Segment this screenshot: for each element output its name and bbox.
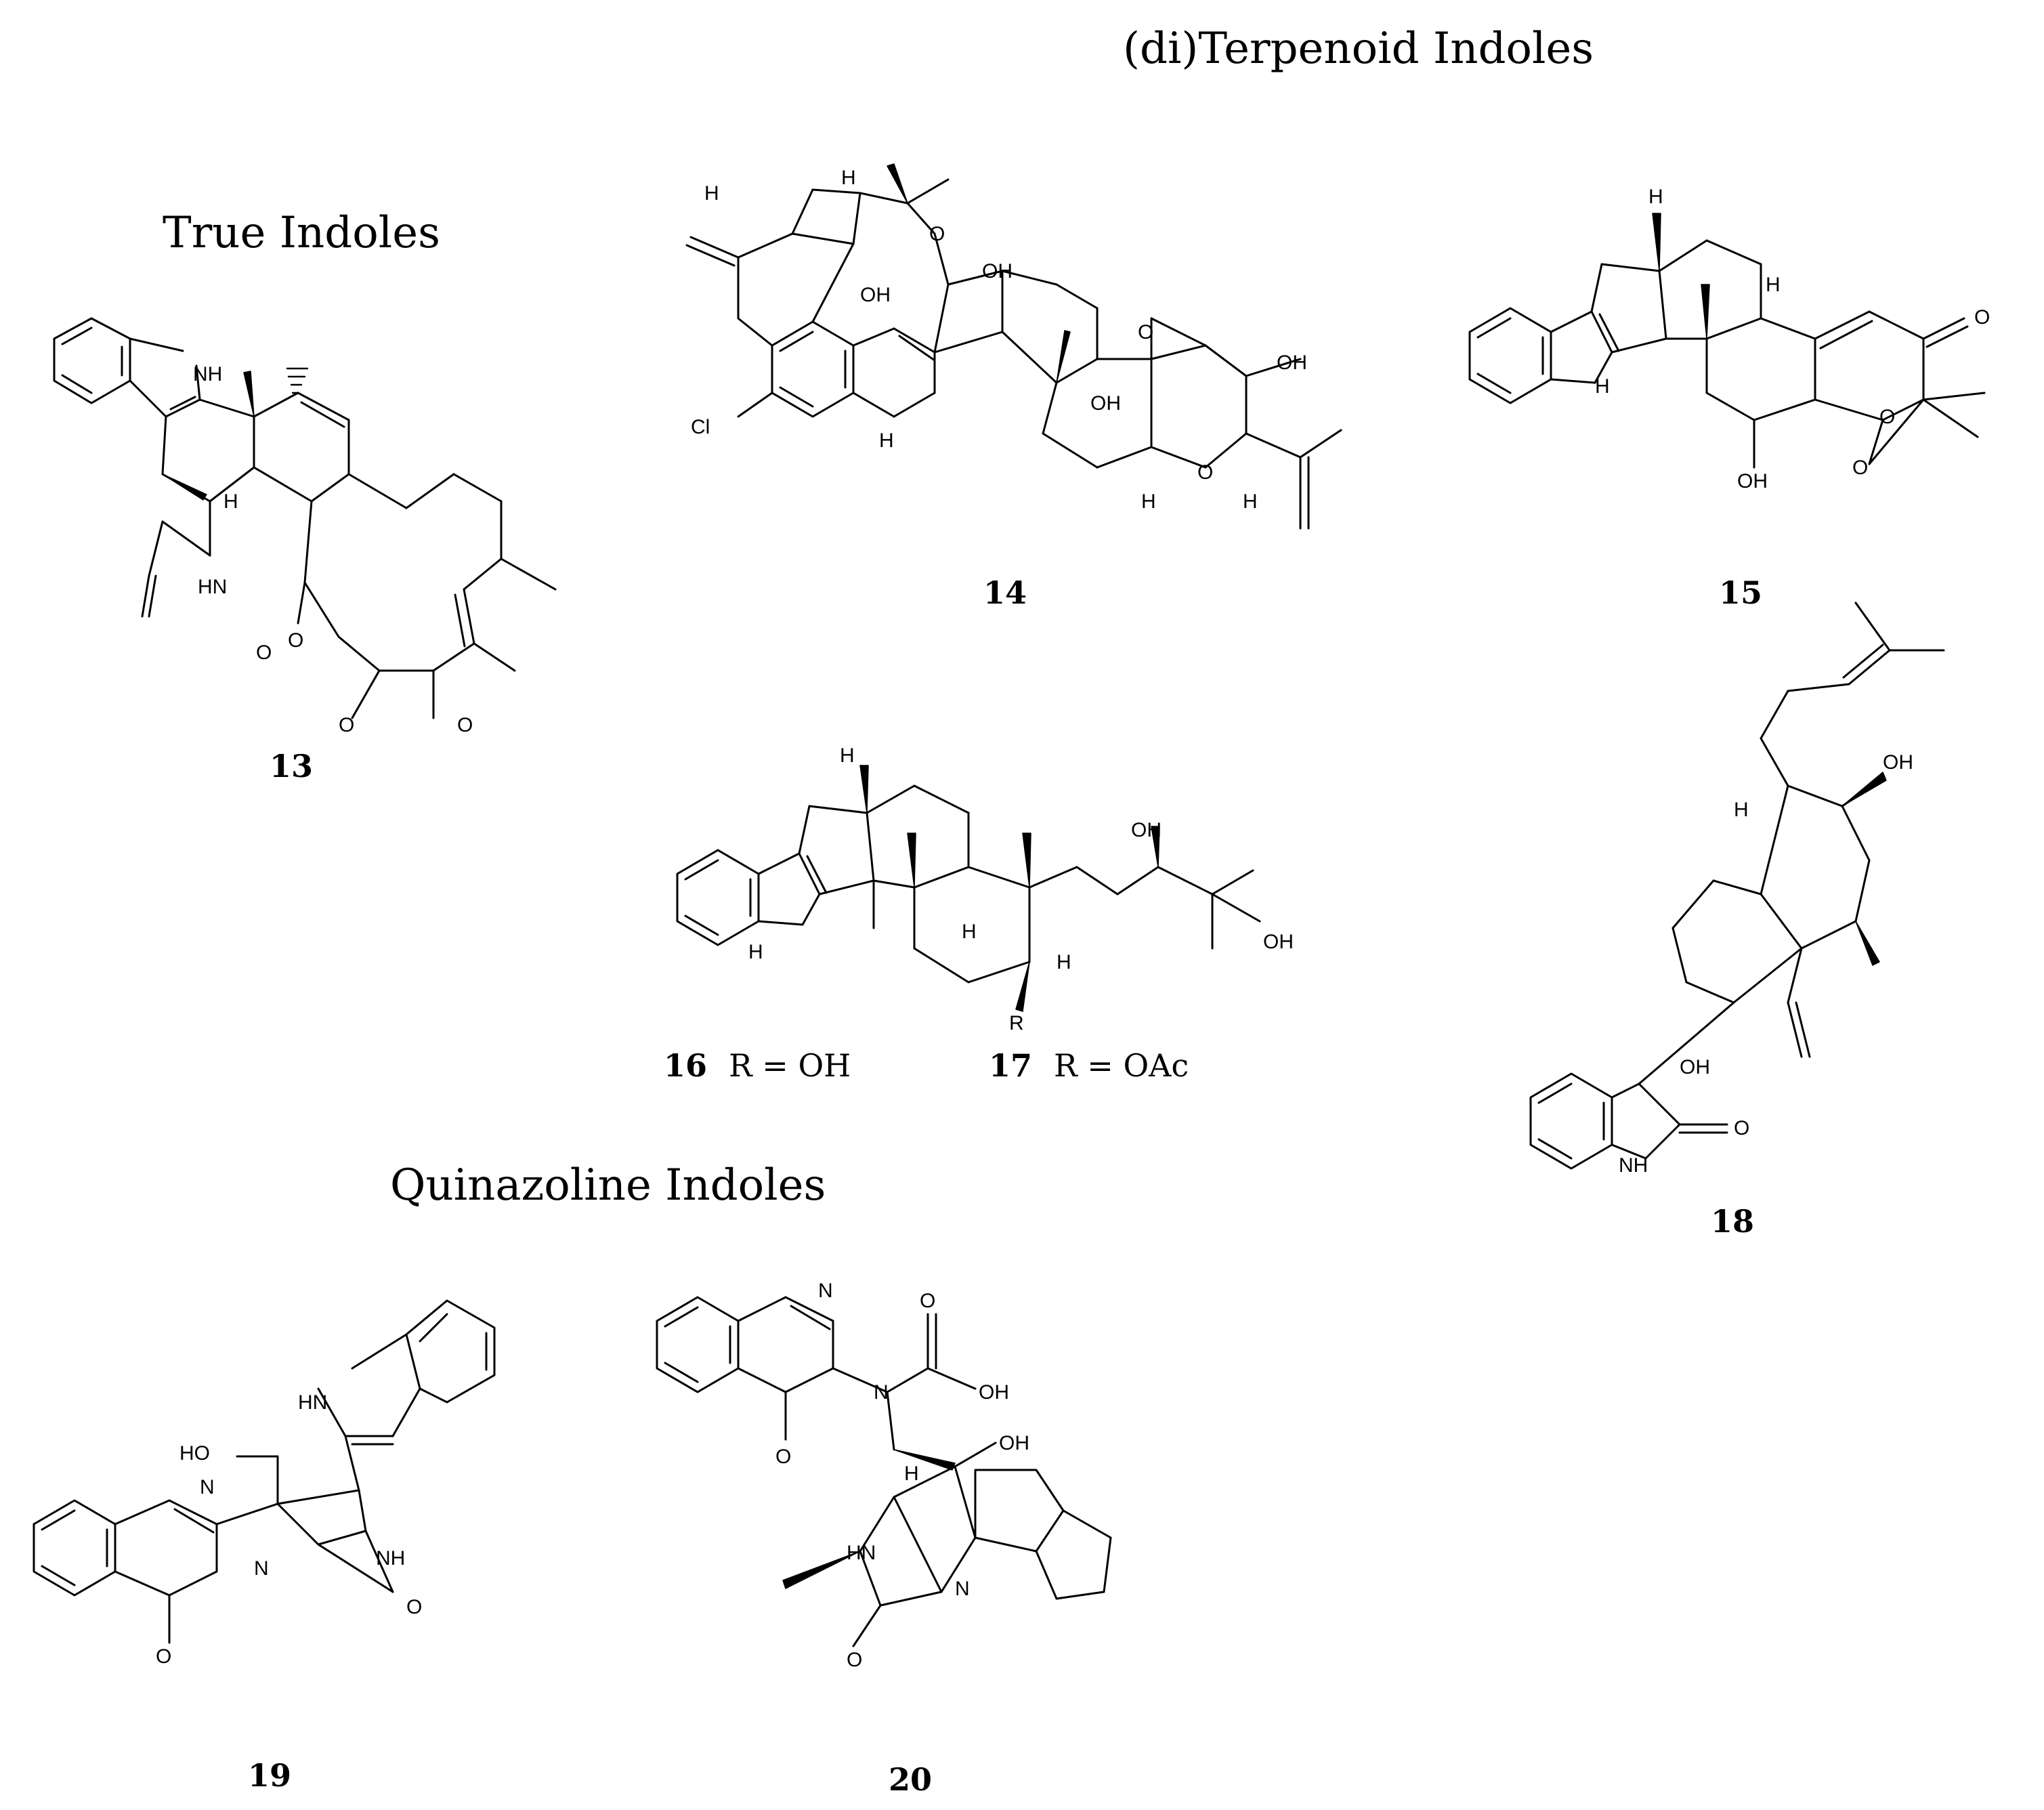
- compound-number-15: 15: [1719, 574, 1763, 611]
- section-title-quinazoline-indoles: Quinazoline Indoles: [390, 1160, 826, 1211]
- atom-label-n: N: [254, 1557, 269, 1580]
- atom-label-oh: OH: [1883, 751, 1913, 774]
- atom-label-o: O: [1734, 1117, 1749, 1139]
- atom-label-o: O: [1852, 457, 1868, 479]
- compound-number-20: 20: [889, 1761, 933, 1798]
- atom-label-nh: NH: [193, 363, 222, 385]
- atom-label-oh: OH: [999, 1432, 1029, 1454]
- atom-label-nh: H: [1595, 375, 1610, 398]
- section-title-true-indoles: True Indoles: [163, 208, 440, 258]
- atom-label-o: O: [406, 1596, 422, 1618]
- atom-label-r: R: [1009, 1012, 1024, 1034]
- atom-label-o: O: [775, 1446, 791, 1468]
- atom-label-h: H: [1057, 951, 1071, 973]
- structure-18: OH H OH O NH: [1529, 602, 1945, 1177]
- atom-label-h: H: [962, 921, 977, 943]
- atom-label-oh: OH: [1131, 819, 1162, 841]
- section-title-terpenoid-indoles: (di)Terpenoid Indoles: [1123, 24, 1594, 74]
- atom-label-o: O: [156, 1645, 171, 1668]
- atom-label-nh: H: [748, 941, 763, 963]
- atom-label-o: O: [256, 641, 272, 664]
- atom-label-h: H: [840, 744, 855, 767]
- atom-label-o: O: [1974, 306, 1990, 329]
- atom-label-ho: HO: [179, 1442, 210, 1465]
- atom-label-oh: OH: [860, 284, 891, 306]
- compound-number-13: 13: [270, 748, 314, 784]
- compound-number-19: 19: [248, 1757, 292, 1794]
- structure-16-17: H H H OH OH H R: [676, 744, 1294, 1034]
- atom-label-cl: Cl: [691, 416, 710, 438]
- atom-label-n: N: [874, 1381, 889, 1404]
- atom-label-h: H: [1243, 490, 1258, 513]
- atom-label-o: O: [920, 1290, 935, 1312]
- atom-label-nh: NH: [376, 1547, 405, 1570]
- atom-label-oh: OH: [1737, 470, 1768, 492]
- atom-label-h: H: [223, 490, 238, 513]
- structure-15: H H H O O O OH: [1468, 186, 1990, 492]
- atom-label-n: N: [200, 1476, 215, 1498]
- compound-number-14: 14: [983, 574, 1027, 611]
- atom-label-n: N: [955, 1578, 970, 1600]
- structure-20: N N O OH O OH H HN N O: [656, 1280, 1112, 1671]
- atom-label-h: H: [1141, 490, 1156, 513]
- atom-label-h: H: [1734, 799, 1749, 821]
- atom-label-oh: OH: [1090, 392, 1121, 415]
- atom-label-hn: HN: [847, 1542, 876, 1564]
- atom-label-o: O: [1138, 321, 1153, 343]
- atom-label-o: O: [1879, 406, 1895, 428]
- r-group-16: R = OH: [729, 1047, 851, 1084]
- atom-label-o: O: [929, 223, 945, 245]
- atom-label-nh: NH: [1619, 1154, 1648, 1177]
- atom-label-oh: OH: [979, 1381, 1009, 1404]
- atom-label-hn: HN: [298, 1391, 327, 1414]
- r-group-17: R = OAc: [1054, 1047, 1189, 1084]
- atom-label-h: H: [904, 1462, 919, 1485]
- atom-label-h: H: [1766, 274, 1781, 296]
- atom-label-o: O: [847, 1649, 862, 1671]
- atom-label-oh: OH: [982, 260, 1013, 282]
- atom-label-n: N: [818, 1280, 833, 1302]
- atom-label-h: H: [704, 182, 719, 205]
- atom-label-oh: OH: [1277, 352, 1307, 374]
- atom-label-h: H: [841, 167, 856, 189]
- structure-19: HN HO N N NH O O: [33, 1299, 496, 1668]
- atom-label-h: H: [879, 429, 894, 452]
- atom-label-h: H: [1648, 186, 1663, 208]
- structure-13: NH HN H O O O O: [53, 317, 557, 736]
- atom-label-o: O: [1197, 461, 1213, 484]
- atom-label-o: O: [288, 629, 303, 652]
- atom-label-oh: OH: [1263, 931, 1294, 953]
- atom-label-o: O: [457, 714, 473, 736]
- atom-label-oh: OH: [1680, 1056, 1710, 1078]
- atom-label-o: O: [339, 714, 354, 736]
- structure-14: Cl H H O OH OH O OH OH H O H H: [685, 163, 1342, 530]
- compound-number-18: 18: [1711, 1203, 1755, 1240]
- atom-label-hn: HN: [198, 576, 227, 598]
